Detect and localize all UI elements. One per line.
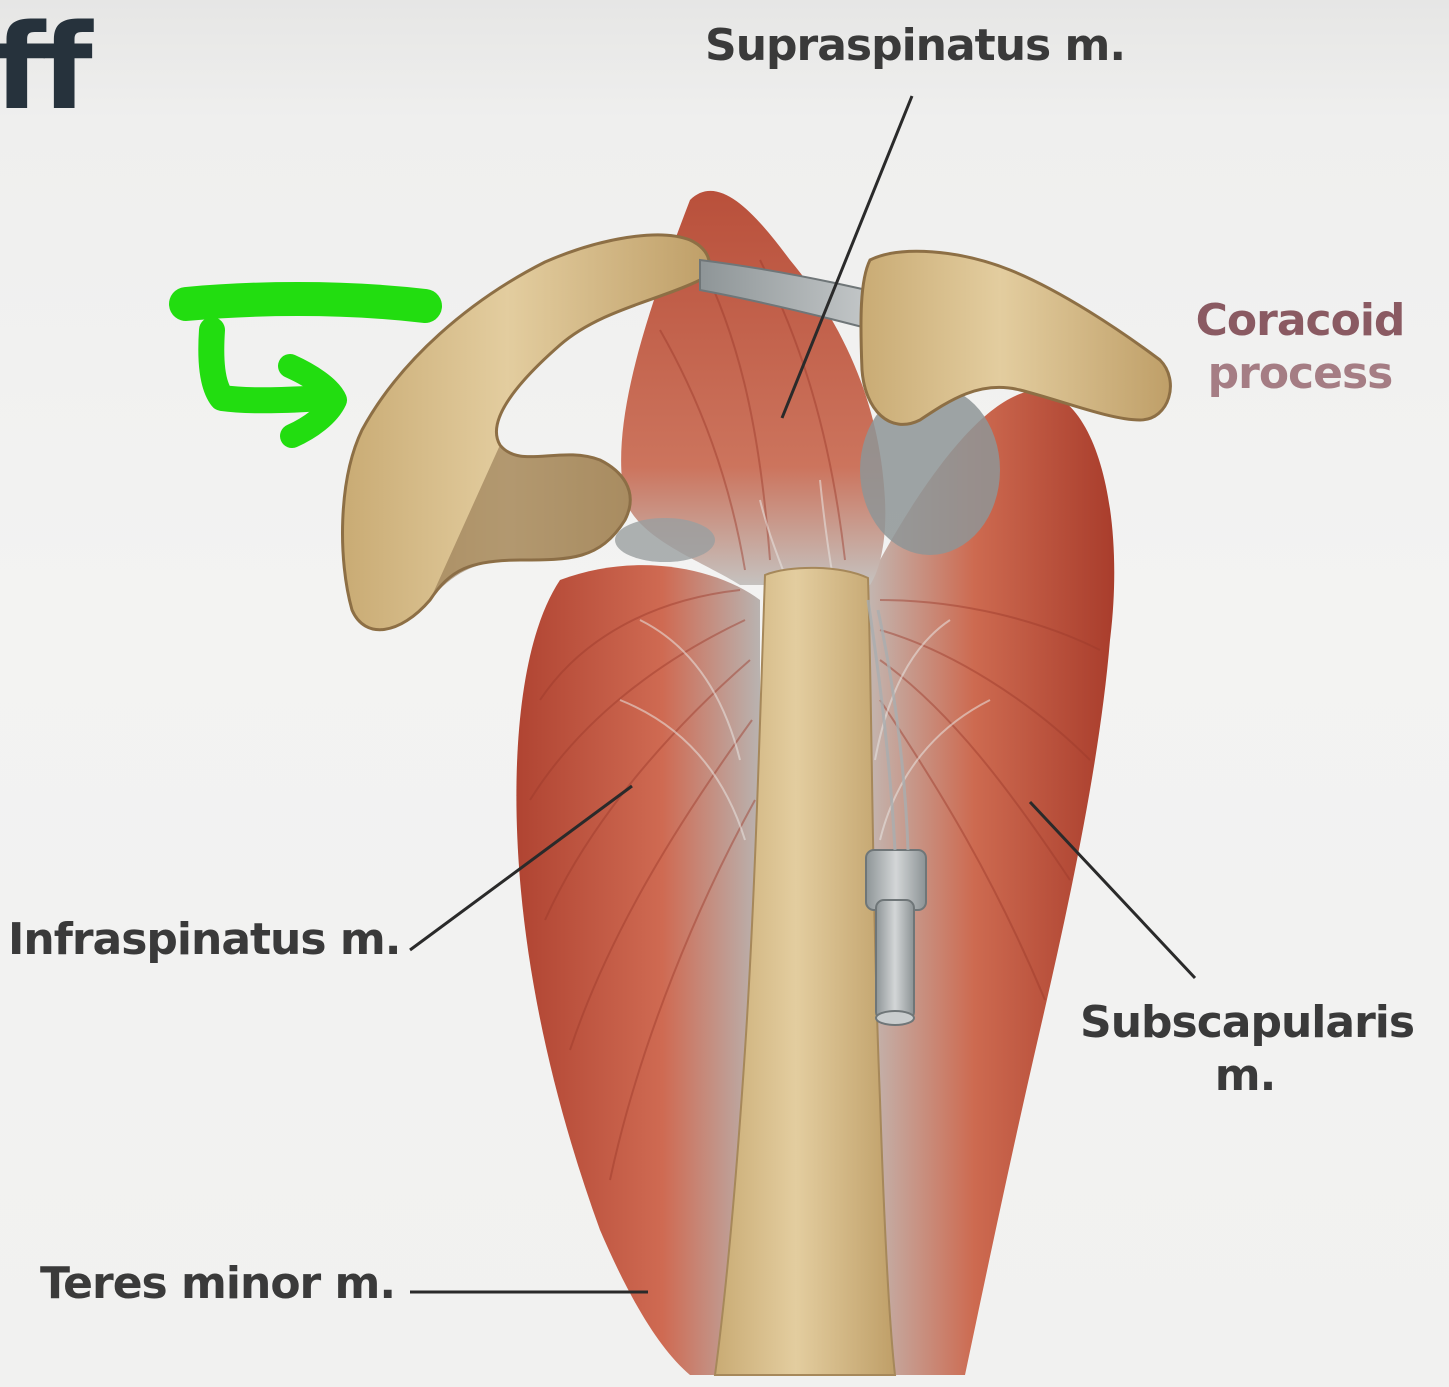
label-subscapularis-line2: m. [1214,1049,1277,1101]
supraspinatus-muscle [621,190,886,586]
leader-lines [409,95,1197,1294]
acromion-bone [341,233,711,632]
label-coracoid-line1: Coracoid [1195,295,1406,346]
joint-capsule [860,385,1000,555]
biceps-tendon [865,849,927,1026]
label-teres-minor: Teres minor m. [40,1258,396,1309]
infraspinatus-muscle [516,565,760,1375]
coracoid-bone [859,249,1172,426]
label-subscapularis-line1: Subscapularis [1080,997,1415,1048]
muscle-fibers [529,259,1101,1181]
subscapularis-muscle [860,390,1115,1375]
label-infraspinatus: Infraspinatus m. [8,914,401,965]
slide-title-fragment: ff [0,0,93,136]
leader-line-supraspinatus [780,95,914,419]
label-supraspinatus: Supraspinatus m. [705,20,1126,71]
leader-line-subscapularis [1028,800,1197,980]
hand-drawn-arrow-icon [169,282,442,448]
label-coracoid-line2: process [1207,347,1394,399]
humerus-bone [713,566,897,1376]
label-subscapularis: Subscapularis m. [1080,997,1415,1103]
tendon-fibers [619,479,991,841]
label-coracoid-process: Coracoid process [1150,295,1449,401]
leader-line-infraspinatus [409,784,633,952]
